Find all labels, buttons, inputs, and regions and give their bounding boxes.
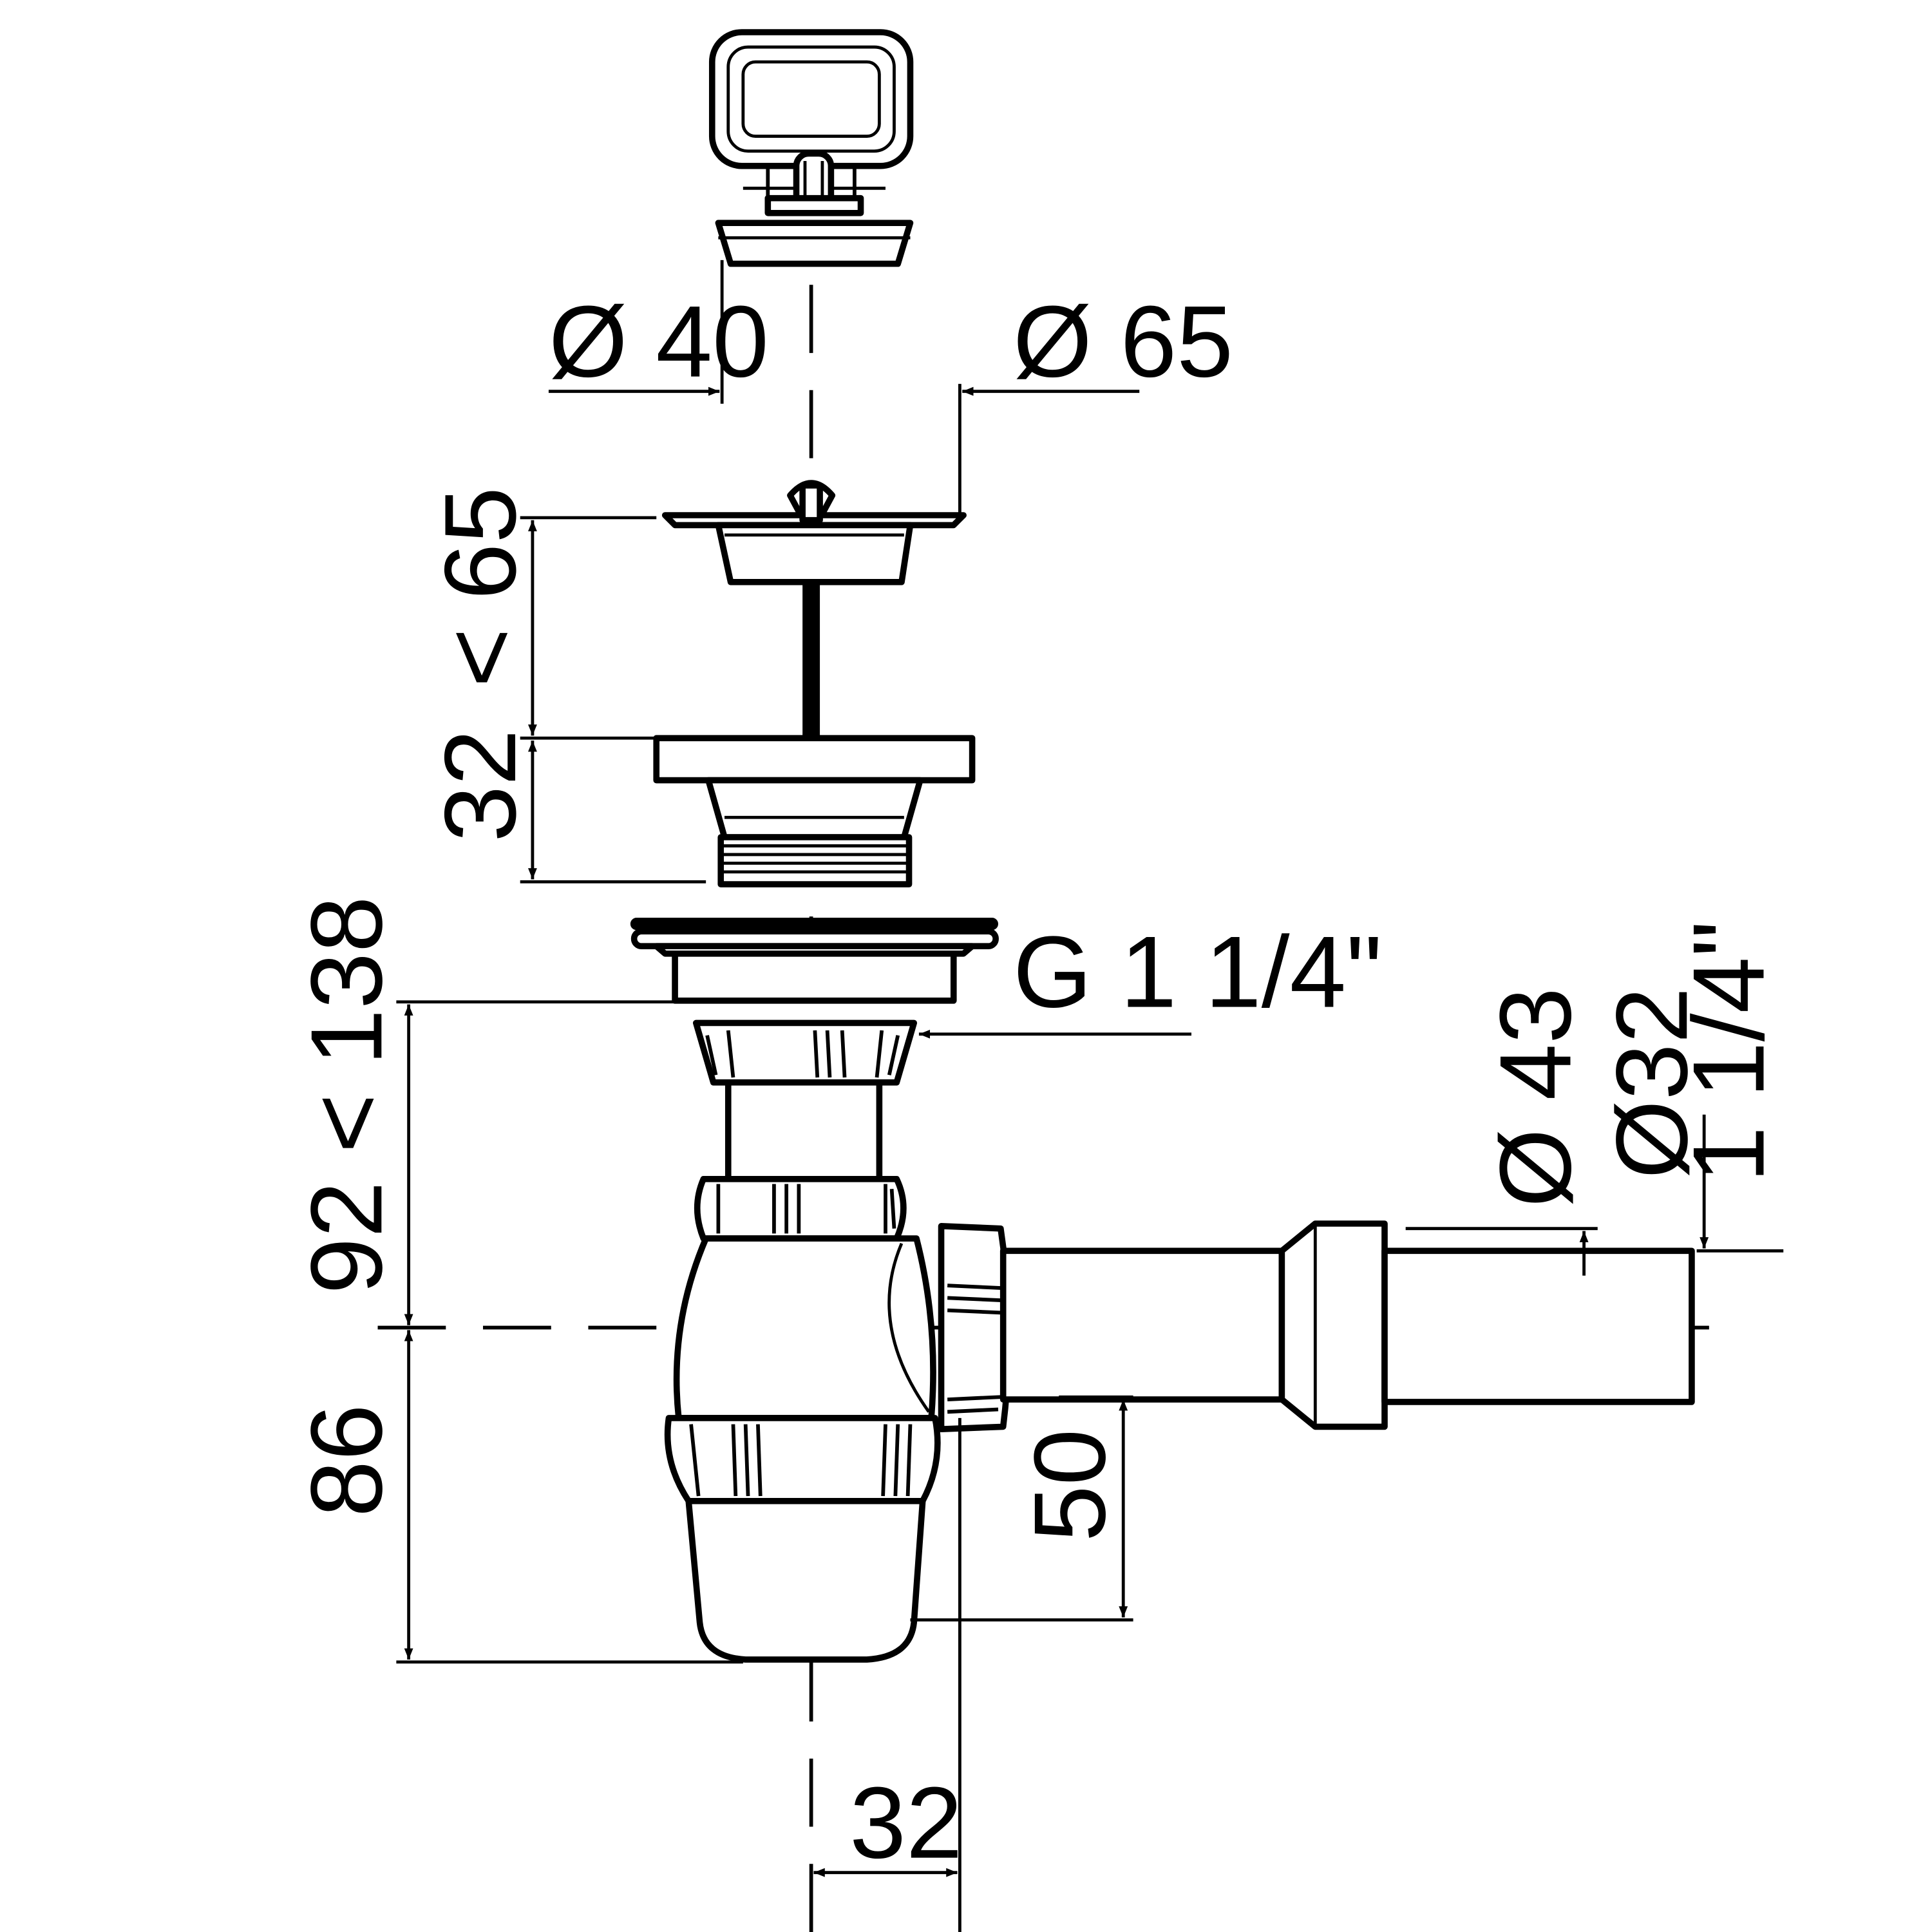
middle-nut	[694, 1175, 907, 1242]
flange-diameter-label: Ø 65	[1013, 285, 1233, 399]
siphon-bowl	[673, 1235, 936, 1421]
outlet-diameter-label: Ø 43	[1479, 987, 1592, 1208]
thread-label: G 1 1/4"	[1013, 915, 1382, 1028]
siphon-inlet	[630, 918, 999, 1004]
trap-depth-label: 86	[290, 1404, 403, 1517]
bottom-cup	[685, 1497, 926, 1663]
sink-body	[653, 735, 976, 887]
strainer-basket	[661, 480, 967, 742]
plug-diameter-label: Ø 40	[549, 285, 769, 399]
pipe-diameter-label: Ø32	[1595, 987, 1709, 1179]
adjustable-height-label: 92 < 138	[290, 896, 403, 1294]
vertical-tube	[724, 1079, 883, 1182]
outlet-nut	[938, 1223, 1012, 1433]
pipe-size-inch-label: 1 1/4"	[1672, 921, 1785, 1183]
outlet-pipe	[999, 1220, 1695, 1430]
bottom-offset-label: 32	[849, 1766, 962, 1880]
outlet-offset-label: 50	[1013, 1429, 1126, 1542]
lower-nut	[664, 1415, 941, 1504]
strainer-depth-label: < 65	[424, 487, 537, 687]
body-height-label: 32	[424, 729, 537, 842]
stopper-plug	[708, 29, 914, 267]
upper-nut	[692, 1019, 918, 1086]
